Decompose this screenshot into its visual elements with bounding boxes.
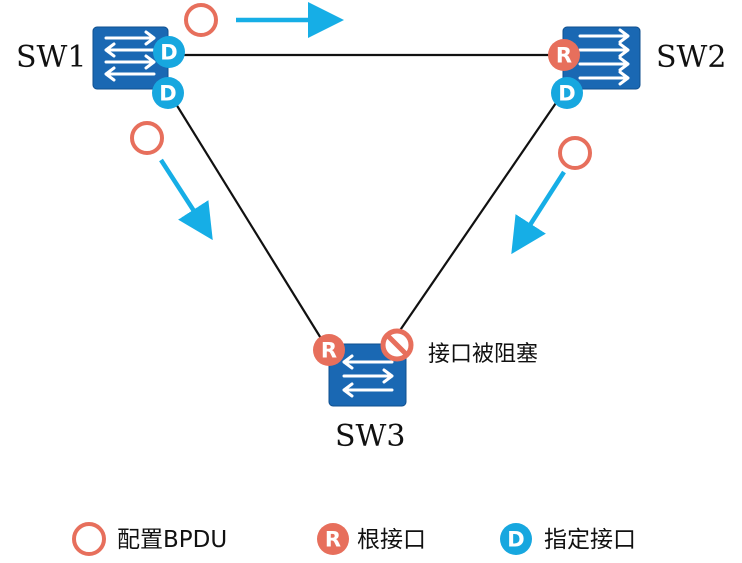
legend-item-root-port: R 根接口: [317, 523, 426, 555]
designated-port-sw1-to-sw3: D: [152, 77, 184, 109]
legend-item-designated-port: D 指定接口: [500, 523, 636, 555]
bpdu-sw1-to-sw3: [130, 121, 213, 241]
svg-text:D: D: [507, 528, 524, 552]
legend-item-bpdu: 配置BPDU: [72, 522, 227, 556]
svg-text:R: R: [325, 528, 341, 552]
blocked-port-label: 接口被阻塞: [428, 342, 538, 367]
bpdu-sw2-to-sw3: [511, 136, 592, 255]
arrow-down-left-icon: [511, 170, 566, 255]
switch-icon: [328, 343, 407, 407]
svg-text:R: R: [321, 339, 337, 363]
root-port-sw3: R: [313, 334, 345, 366]
link-sw1-sw3: [175, 103, 323, 341]
switch-label-sw2: SW2: [656, 40, 726, 75]
svg-text:指定接口: 指定接口: [544, 527, 636, 553]
designated-port-icon: [500, 523, 532, 555]
svg-text:D: D: [159, 82, 176, 106]
bpdu-ring-icon: [72, 522, 106, 556]
svg-text:根接口: 根接口: [357, 527, 426, 553]
arrow-down-right-icon: [159, 158, 213, 241]
switch-label-sw1: SW1: [16, 40, 86, 75]
switch-sw3: SW3: [328, 343, 407, 454]
bpdu-sw1-to-sw2: [184, 2, 344, 38]
bpdu-ring-icon: [130, 121, 164, 155]
root-port-icon: [317, 523, 349, 555]
svg-text:D: D: [558, 82, 575, 106]
switch-icon: [562, 26, 641, 90]
switch-icon: [92, 26, 169, 90]
switch-sw2: SW2: [562, 26, 726, 90]
blocked-port-icon: [380, 328, 414, 362]
legend: 配置BPDU R 根接口 D 指定接口: [72, 522, 636, 556]
svg-text:配置BPDU: 配置BPDU: [117, 527, 227, 553]
designated-port-sw1-to-sw2: D: [153, 36, 185, 68]
svg-text:R: R: [556, 44, 572, 68]
root-port-sw2: R: [548, 39, 580, 71]
link-sw2-sw3: [391, 99, 559, 343]
svg-text:D: D: [160, 41, 177, 65]
bpdu-ring-icon: [184, 3, 218, 37]
bpdu-ring-icon: [558, 136, 592, 170]
switch-sw1: SW1: [16, 26, 169, 90]
designated-port-sw2-to-sw3: D: [551, 77, 583, 109]
switch-label-sw3: SW3: [335, 419, 405, 454]
